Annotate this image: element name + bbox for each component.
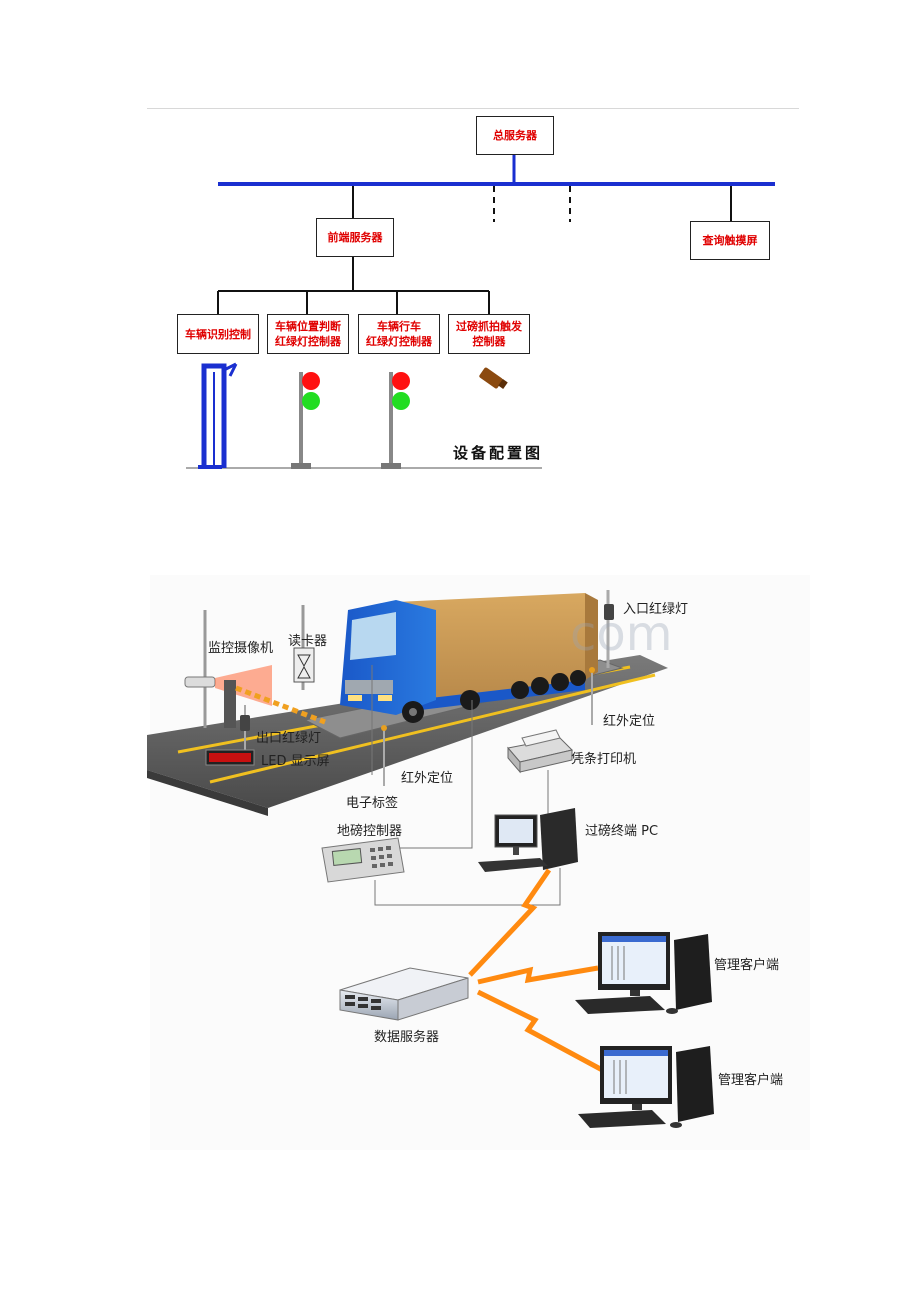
rfid-tag-label: 电子标签: [346, 796, 399, 811]
controller-box: 过磅抓拍触发 控制器: [448, 314, 530, 354]
management-client-icon: [575, 932, 712, 1014]
weighing-pc-icon: [478, 808, 578, 872]
controller-label: 红绿灯控制器: [366, 335, 432, 348]
infrared-sensor-icon: [589, 667, 595, 725]
controller-label: 过磅抓拍触发: [456, 320, 522, 333]
barrier-gate-icon: [224, 680, 326, 728]
controller-box: 车辆识别控制: [177, 314, 259, 354]
wireless-link-icon: [477, 965, 599, 985]
infrared-sensor-icon: [381, 725, 387, 786]
receipt-printer-icon: [507, 729, 573, 774]
front-server-label: 前端服务器: [327, 231, 383, 244]
main-server-label: 总服务器: [493, 129, 537, 142]
data-server-icon: [339, 967, 469, 1021]
card-reader-icon: [293, 605, 315, 690]
management-client-icon: [578, 1046, 714, 1128]
truck-icon: [340, 593, 598, 723]
controller-box: 车辆行车 红绿灯控制器: [358, 314, 440, 354]
config-diagram-caption: 设备配置图: [453, 444, 544, 462]
exit-light-label: 出口红绿灯: [256, 731, 322, 746]
wireless-link-icon: [476, 989, 608, 1075]
client-label: 管理客户端: [718, 1073, 784, 1088]
ir-label: 红外定位: [401, 771, 454, 786]
card-reader-label: 读卡器: [288, 634, 328, 649]
controller-label: 车辆识别控制: [185, 327, 251, 341]
front-server-box: 前端服务器: [316, 218, 394, 257]
client-label: 管理客户端: [714, 958, 780, 973]
query-screen-label: 查询触摸屏: [702, 234, 758, 247]
weigh-pc-label: 过磅终端 PC: [585, 824, 659, 839]
camera-label: 监控摄像机: [208, 641, 274, 656]
ir-label: 红外定位: [603, 714, 656, 729]
led-screen-label: LED 显示屏: [261, 754, 330, 769]
watermark: com: [570, 606, 673, 662]
scale-controller-label: 地磅控制器: [337, 824, 403, 839]
controller-box: 车辆位置判断 红绿灯控制器: [267, 314, 349, 354]
entry-traffic-light-icon: [604, 590, 614, 668]
main-server-box: 总服务器: [476, 116, 554, 155]
controller-label: 控制器: [472, 335, 506, 348]
wireless-link-icon: [468, 868, 552, 977]
printer-label: 凭条打印机: [571, 752, 637, 767]
data-server-label: 数据服务器: [374, 1030, 440, 1045]
camera-pole-icon: [198, 362, 238, 469]
scale-controller-icon: [321, 837, 405, 883]
query-screen-box: 查询触摸屏: [690, 221, 770, 260]
controller-label: 红绿灯控制器: [275, 335, 341, 348]
top-divider: [147, 108, 799, 109]
entry-light-label: 入口红绿灯: [623, 602, 689, 617]
trigger-camera-icon: [479, 367, 508, 389]
controller-label: 车辆行车: [377, 320, 421, 333]
led-screen-icon: [205, 749, 255, 766]
traffic-light-icon: [381, 372, 410, 469]
controller-label: 车辆位置判断: [275, 320, 341, 333]
traffic-light-icon: [291, 372, 320, 469]
